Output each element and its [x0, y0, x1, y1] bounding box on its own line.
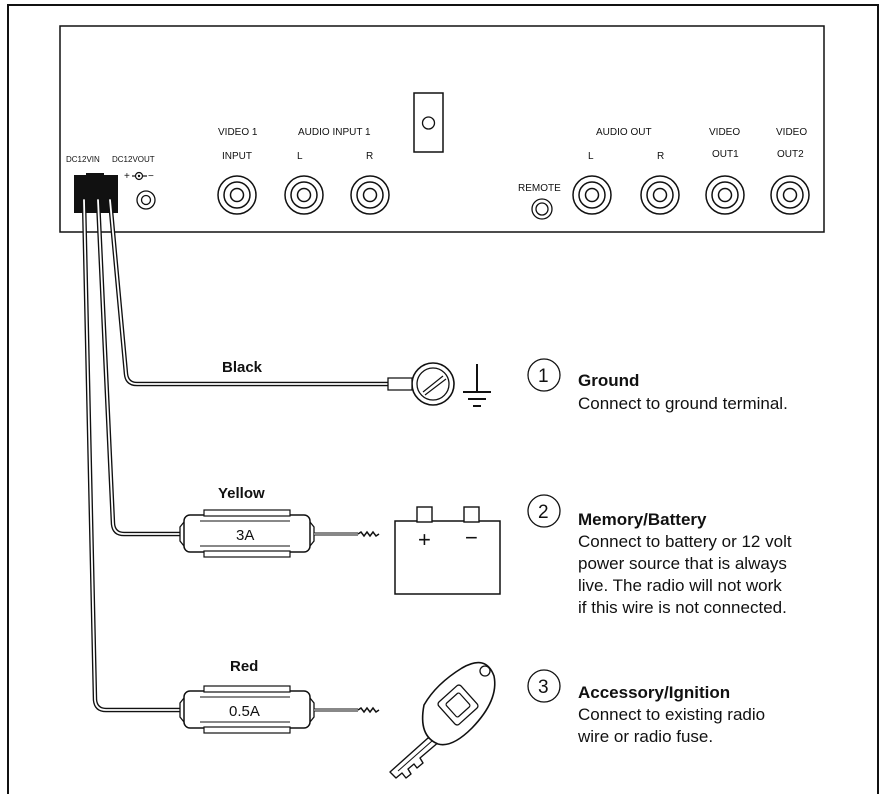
step-1-badge [527, 358, 561, 392]
dc-out-plus: + [124, 171, 130, 182]
audio-in-r-label: R [366, 151, 373, 162]
ignition-key-icon [389, 661, 496, 779]
step-2-desc-line-3: live. The radio will not work [578, 576, 782, 595]
mounting-slot [413, 92, 444, 153]
video-out2-bottom-label: OUT2 [777, 149, 804, 160]
audio-input-label: AUDIO INPUT 1 [298, 127, 371, 138]
yellow-wire [95, 197, 183, 537]
video1-label: VIDEO 1 [218, 127, 258, 138]
audio-in-l-label: L [297, 151, 303, 162]
dc12vout-label: DC12VOUT [112, 155, 155, 164]
ground-symbol-icon [463, 364, 491, 407]
dc-out-minus: − [148, 171, 154, 182]
yellow-wire-label: Yellow [218, 485, 265, 502]
black-wire-label: Black [222, 359, 263, 376]
audio-input-r-jack[interactable] [350, 175, 390, 215]
step-2-title: Memory/Battery [578, 510, 707, 529]
remote-jack[interactable] [531, 198, 553, 220]
red-fuse-rating: 0.5A [229, 703, 260, 720]
black-wire [107, 197, 391, 387]
red-fuse-holder [179, 685, 315, 734]
video-out1-bottom-label: OUT1 [712, 149, 739, 160]
battery-plus: + [418, 527, 431, 552]
dc-out-jack[interactable] [136, 190, 156, 210]
audio-out-l-label: L [588, 151, 594, 162]
step-1-title: Ground [578, 371, 639, 390]
step-3-title: Accessory/Ignition [578, 683, 730, 702]
input-label: INPUT [222, 151, 252, 162]
step-2-number: 2 [538, 502, 549, 523]
step-3-desc-line-2: wire or radio fuse. [577, 727, 713, 746]
dc-in-connector-tab [86, 173, 104, 179]
yellow-wire-tail [314, 530, 380, 538]
video-out2-jack[interactable] [770, 175, 810, 215]
step-1-number: 1 [538, 366, 549, 387]
battery-minus: − [465, 525, 478, 550]
dc12vin-label: DC12VIN [66, 155, 100, 164]
video-out1-top-label: VIDEO [709, 127, 740, 138]
audio-out-l-jack[interactable] [572, 175, 612, 215]
audio-out-label: AUDIO OUT [596, 127, 652, 138]
video-out1-jack[interactable] [705, 175, 745, 215]
step-2-desc-line-1: Connect to battery or 12 volt [578, 532, 792, 551]
audio-out-r-label: R [657, 151, 664, 162]
video1-input-jack[interactable] [217, 175, 257, 215]
yellow-fuse-rating: 3A [236, 527, 254, 544]
red-wire-tail [314, 706, 380, 714]
audio-out-r-jack[interactable] [640, 175, 680, 215]
step-1-desc-line-1: Connect to ground terminal. [578, 394, 788, 413]
step-3-number: 3 [538, 677, 549, 698]
step-2-badge [527, 494, 561, 528]
audio-input-l-jack[interactable] [284, 175, 324, 215]
step-2-desc-line-4: if this wire is not connected. [578, 598, 787, 617]
diagram-frame [7, 4, 879, 794]
battery-icon [394, 506, 501, 595]
red-wire-label: Red [230, 658, 258, 675]
video-out2-top-label: VIDEO [776, 127, 807, 138]
step-3-desc-line-1: Connect to existing radio [578, 705, 765, 724]
yellow-fuse-holder [179, 509, 315, 558]
remote-label: REMOTE [518, 183, 561, 194]
step-3-badge [527, 669, 561, 703]
step-2-desc-line-2: power source that is always [578, 554, 787, 573]
dc-polarity-icon [132, 171, 147, 181]
red-wire [81, 197, 183, 713]
ring-terminal-icon [387, 362, 455, 406]
